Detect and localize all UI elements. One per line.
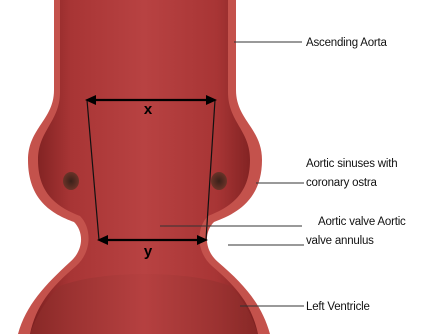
label-ascending-aorta: Ascending Aorta (306, 37, 388, 49)
label-aortic-sinuses-line2: coronary ostra (306, 177, 378, 189)
label-aortic-valve-line1: Aortic valve Aortic (318, 216, 406, 228)
dimension-x-label: x (144, 101, 153, 118)
label-left-ventricle: Left Ventricle (306, 301, 370, 313)
left-coronary-ostium-icon (63, 172, 79, 190)
label-aortic-valve-line2: valve annulus (306, 235, 374, 247)
dimension-y-label: y (144, 243, 153, 260)
label-aortic-sinuses-line1: Aortic sinuses with (306, 158, 397, 170)
right-coronary-ostium-icon (211, 172, 227, 190)
